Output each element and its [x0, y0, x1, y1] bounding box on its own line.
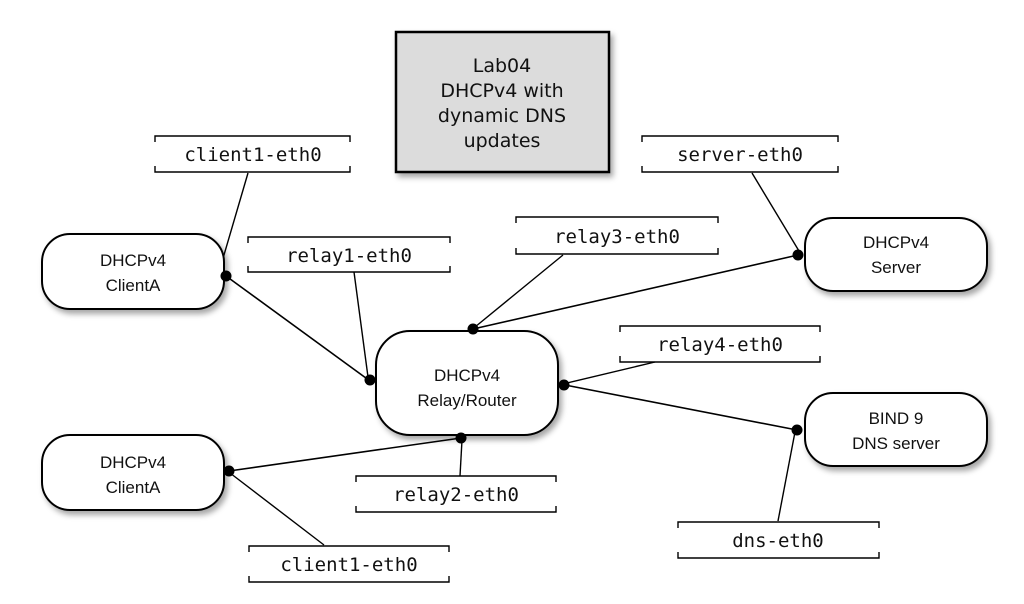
- dot-router-top: [467, 323, 479, 335]
- iface-label-relay1: relay1-eth0: [247, 236, 451, 273]
- iface-client1-eth0-top: client1-eth0: [184, 144, 321, 166]
- node-clienta-bottom-line1: DHCPv4: [100, 453, 166, 472]
- iface-relay2-eth0: relay2-eth0: [393, 484, 519, 506]
- node-dns-line2: DNS server: [852, 434, 940, 453]
- iface-relay4-eth0: relay4-eth0: [657, 334, 783, 356]
- link-router-server: [472, 254, 799, 330]
- iface-dns-eth0: dns-eth0: [732, 530, 824, 552]
- iface-label-server: server-eth0: [641, 135, 839, 173]
- iface-relay1-eth0: relay1-eth0: [286, 245, 412, 267]
- iface-label-relay3: relay3-eth0: [515, 216, 719, 255]
- node-clienta-bottom: DHCPv4 ClientA: [41, 434, 225, 511]
- node-dns-server: BIND 9 DNS server: [804, 392, 988, 467]
- node-server-line1: DHCPv4: [863, 233, 929, 252]
- endpoint-dots: [220, 249, 804, 477]
- link-router-clienta-bottom: [228, 437, 462, 472]
- node-clienta-bottom-line2: ClientA: [106, 478, 161, 497]
- iface-client1-eth0-bottom: client1-eth0: [280, 554, 417, 576]
- node-dns-line1: BIND 9: [869, 409, 924, 428]
- node-clienta-top-line2: ClientA: [106, 276, 161, 295]
- node-router-line2: Relay/Router: [417, 391, 517, 410]
- link-clienta-top-router: [225, 275, 371, 382]
- node-server-line2: Server: [871, 258, 921, 277]
- node-clienta-top-line1: DHCPv4: [100, 251, 166, 270]
- node-relay-router: DHCPv4 Relay/Router: [375, 330, 559, 436]
- dot-router-left: [364, 374, 376, 386]
- leader-dns: [777, 431, 796, 522]
- iface-label-dns: dns-eth0: [677, 521, 880, 559]
- dot-client-top: [220, 270, 232, 282]
- dot-client-bottom: [223, 465, 235, 477]
- iface-relay3-eth0: relay3-eth0: [554, 226, 680, 248]
- title-line-4: updates: [464, 130, 541, 152]
- leader-relay3: [474, 254, 564, 328]
- iface-label-client-top: client1-eth0: [154, 135, 351, 173]
- dot-router-bottom: [455, 432, 467, 444]
- node-clienta-top: DHCPv4 ClientA: [41, 233, 225, 310]
- leader-relay2: [459, 439, 463, 477]
- dot-router-right: [558, 379, 570, 391]
- leader-relay4: [566, 361, 656, 384]
- title-box: Lab04 DHCPv4 with dynamic DNS updates: [394, 30, 611, 174]
- node-router-line1: DHCPv4: [434, 366, 500, 385]
- title-line-1: Lab04: [473, 55, 531, 77]
- iface-label-client-bottom: client1-eth0: [248, 545, 450, 583]
- dot-dns: [791, 424, 803, 436]
- title-line-2: DHCPv4 with: [440, 80, 563, 102]
- leader-relay1: [353, 271, 369, 378]
- iface-server-eth0: server-eth0: [677, 144, 803, 166]
- iface-label-relay2: relay2-eth0: [355, 475, 557, 513]
- link-router-dns: [564, 384, 798, 431]
- label-leaders: [218, 172, 800, 546]
- iface-label-relay4: relay4-eth0: [619, 325, 821, 363]
- leader-client-bottom: [229, 472, 325, 546]
- dot-server: [792, 249, 804, 261]
- connections: [225, 254, 799, 472]
- leader-server: [751, 172, 800, 252]
- node-dhcp-server: DHCPv4 Server: [804, 217, 988, 292]
- title-line-3: dynamic DNS: [438, 105, 566, 127]
